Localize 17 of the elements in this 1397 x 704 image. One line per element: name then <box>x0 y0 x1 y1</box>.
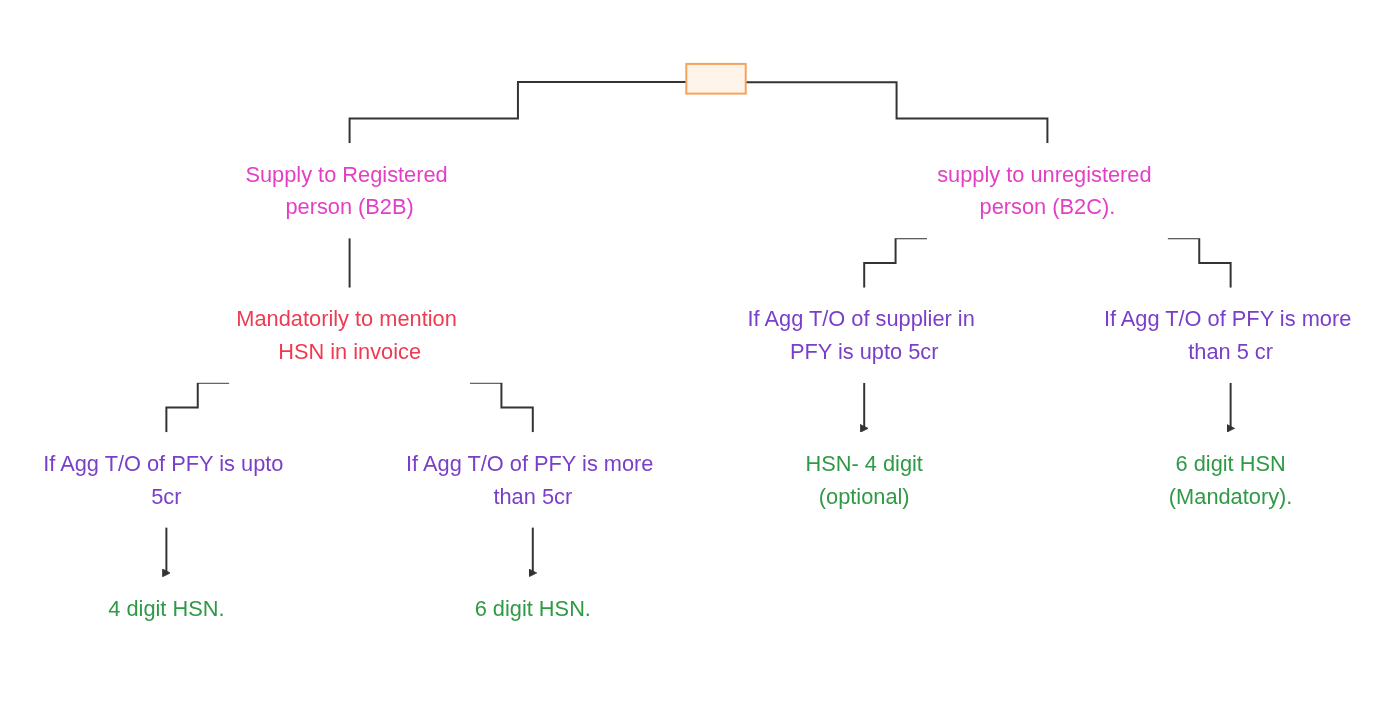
arrow <box>1226 382 1235 434</box>
connector <box>348 237 351 290</box>
node-text: If Agg T/O of supplier in PFY is upto 5cr <box>747 306 975 365</box>
arrow <box>528 526 538 578</box>
node-box <box>685 63 747 95</box>
node-text: 4 digit HSN. <box>108 596 225 621</box>
arrow <box>859 382 869 434</box>
node-text: Supply to Registered person (B2B) <box>245 162 448 220</box>
arrow <box>162 526 171 578</box>
node-text: If Agg T/O of PFY is more than 5cr <box>406 451 654 509</box>
node-text: 6 digit HSN (Mandatory). <box>1168 451 1293 509</box>
node-text: If Agg T/O of PFY is upto 5cr <box>43 451 284 509</box>
node-text: 6 digit HSN. <box>474 596 591 621</box>
connector <box>1166 237 1232 290</box>
connector <box>863 237 928 290</box>
node-text: If Agg T/O of PFY is more than 5 cr <box>1103 306 1352 365</box>
node-text: HSN- 4 digit (optional) <box>805 451 923 509</box>
